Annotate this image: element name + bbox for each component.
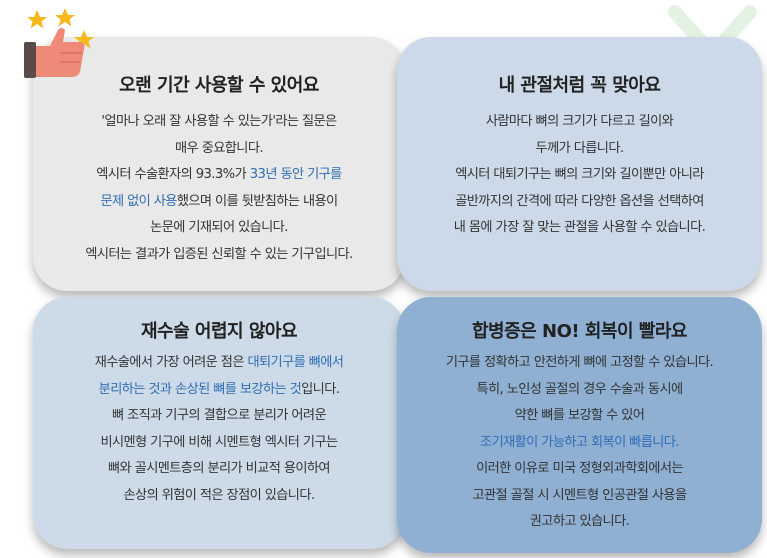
card-title: 합병증은 NO! 회복이 빨라요 xyxy=(472,321,687,342)
body-line: 두께가 다릅니다. xyxy=(397,136,762,163)
body-text: 논문에 기재되어 있습니다. xyxy=(150,220,288,235)
thumbs-up-stars-icon xyxy=(24,8,94,78)
body-line: '얼마나 오래 잘 사용할 수 있는가'라는 질문은 xyxy=(33,109,405,136)
body-text: 고관절 골절 시 시멘트형 인공관절 사용을 xyxy=(472,487,687,503)
body-line: 분리하는 것과 손상된 뼈를 보강하는 것입니다. xyxy=(33,377,405,404)
body-text: 손상의 위험이 적은 장점이 있습니다. xyxy=(123,487,316,503)
highlighted-text: 분리하는 것과 손상된 뼈를 보강하는 것 xyxy=(98,381,302,397)
body-line: 엑시터 대퇴기구는 뼈의 크기와 길이뿐만 아니라 xyxy=(397,162,762,189)
body-text: 했으며 이를 뒷받침하는 내용이 xyxy=(176,193,338,209)
highlighted-text: 조기재활이 가능하고 회복이 빠릅니다. xyxy=(480,434,679,450)
body-text: 권고하고 있습니다. xyxy=(529,514,630,529)
body-text: 두께가 다릅니다. xyxy=(535,140,625,156)
card-title: 내 관절처럼 꼭 맞아요 xyxy=(498,75,661,96)
highlighted-text: 문제 없이 사용 xyxy=(100,193,177,209)
body-line: 엑시터 수술환자의 93.3%가 33년 동안 기구를 xyxy=(33,162,405,189)
body-line: 이러한 이유로 미국 정형외과학회에서는 xyxy=(397,456,762,483)
body-line: 조기재활이 가능하고 회복이 빠릅니다. xyxy=(397,430,762,457)
card-title: 오랜 기간 사용할 수 있어요 xyxy=(119,75,319,96)
card-title: 재수술 어렵지 않아요 xyxy=(140,321,298,342)
body-text: 약한 뼈를 보강할 수 있어 xyxy=(514,408,645,423)
body-line: 기구를 정확하고 안전하게 뼈에 고정할 수 있습니다. xyxy=(397,350,762,377)
body-line: 문제 없이 사용했으며 이를 뒷받침하는 내용이 xyxy=(33,189,405,216)
body-line: 뼈와 골시멘트층의 분리가 비교적 용이하여 xyxy=(33,456,405,483)
body-text: 뼈와 골시멘트층의 분리가 비교적 용이하여 xyxy=(108,461,331,476)
body-line: 특히, 노인성 골절의 경우 수술과 동시에 xyxy=(397,377,762,404)
body-text: 엑시터는 결과가 입증된 신뢰할 수 있는 기구입니다. xyxy=(85,246,353,262)
body-text: 이러한 이유로 미국 정형외과학회에서는 xyxy=(476,461,683,476)
body-text: 재수술에서 가장 어려운 점은 xyxy=(94,355,248,370)
body-line: 약한 뼈를 보강할 수 있어 xyxy=(397,403,762,430)
body-text: 입니다. xyxy=(301,381,340,397)
card-body: 기구를 정확하고 안전하게 뼈에 고정할 수 있습니다. 특히, 노인성 골절의 … xyxy=(397,350,762,536)
body-text: 골반까지의 간격에 따라 다양한 옵션을 선택하여 xyxy=(455,193,704,209)
body-line: 비시멘형 기구에 비해 시멘트형 엑시터 기구는 xyxy=(33,430,405,457)
body-line: 엑시터는 결과가 입증된 신뢰할 수 있는 기구입니다. xyxy=(33,242,405,269)
body-line: 논문에 기재되어 있습니다. xyxy=(33,215,405,242)
body-line: 뼈 조직과 기구의 결합으로 분리가 어려운 xyxy=(33,403,405,430)
body-text: 내 몸에 가장 잘 맞는 관절을 사용할 수 있습니다. xyxy=(453,220,706,235)
body-line: 재수술에서 가장 어려운 점은 대퇴기구를 뼈에서 xyxy=(33,350,405,377)
body-line: 권고하고 있습니다. xyxy=(397,509,762,536)
body-line: 사람마다 뼈의 크기가 다르고 길이와 xyxy=(397,109,762,136)
body-line: 골반까지의 간격에 따라 다양한 옵션을 선택하여 xyxy=(397,189,762,216)
body-line: 고관절 골절 시 시멘트형 인공관절 사용을 xyxy=(397,483,762,510)
card-long-term-use: 오랜 기간 사용할 수 있어요 '얼마나 오래 잘 사용할 수 있는가'라는 질… xyxy=(33,37,405,291)
card-fast-recovery: 합병증은 NO! 회복이 빨라요 기구를 정확하고 안전하게 뼈에 고정할 수 … xyxy=(397,297,762,553)
body-text: '얼마나 오래 잘 사용할 수 있는가'라는 질문은 xyxy=(101,114,337,129)
body-text: 엑시터 대퇴기구는 뼈의 크기와 길이뿐만 아니라 xyxy=(455,167,704,182)
body-text: 사람마다 뼈의 크기가 다르고 길이와 xyxy=(485,114,674,129)
body-text: 엑시터 수술환자의 93.3%가 xyxy=(96,167,250,182)
highlighted-text: 33년 동안 기구를 xyxy=(249,167,343,182)
body-line: 매우 중요합니다. xyxy=(33,136,405,163)
body-text: 뼈 조직과 기구의 결합으로 분리가 어려운 xyxy=(111,408,327,423)
body-text: 비시멘형 기구에 비해 시멘트형 엑시터 기구는 xyxy=(100,434,338,450)
body-text: 특히, 노인성 골절의 경우 수술과 동시에 xyxy=(476,381,683,397)
body-text: 기구를 정확하고 안전하게 뼈에 고정할 수 있습니다. xyxy=(445,355,714,370)
body-line: 내 몸에 가장 잘 맞는 관절을 사용할 수 있습니다. xyxy=(397,215,762,242)
body-line: 손상의 위험이 적은 장점이 있습니다. xyxy=(33,483,405,510)
highlighted-text: 대퇴기구를 뼈에서 xyxy=(247,355,344,370)
body-text: 매우 중요합니다. xyxy=(175,140,264,156)
